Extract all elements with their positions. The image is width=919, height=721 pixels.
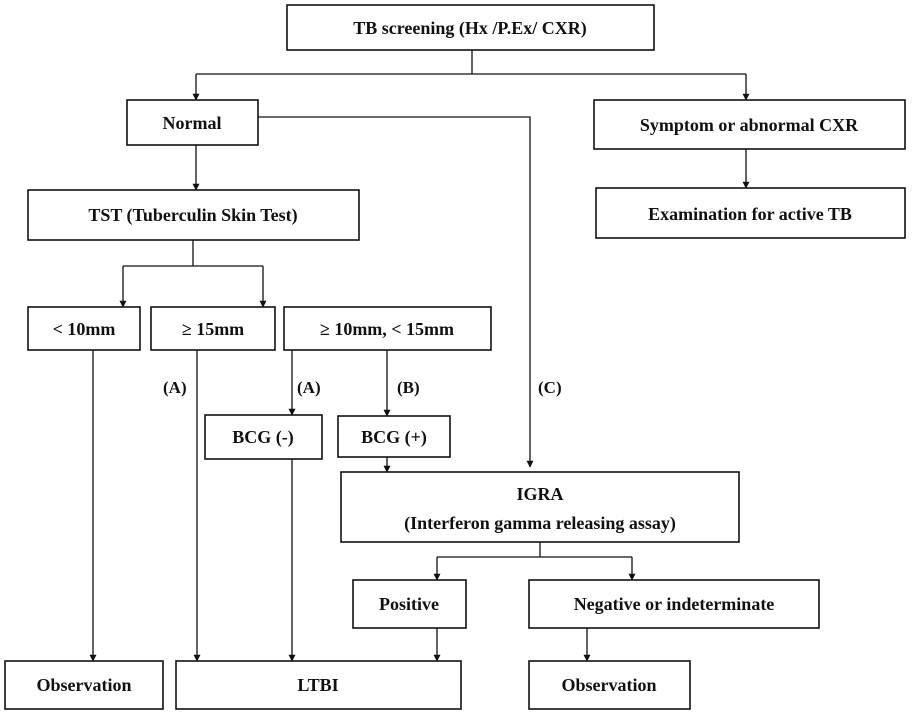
node-ge15: ≥ 15mm	[150, 306, 276, 351]
node-igra-subtitle: (Interferon gamma releasing assay)	[404, 513, 676, 534]
node-observation-left: Observation	[4, 660, 164, 710]
edge-labels: (A) (A) (B) (C)	[163, 378, 562, 397]
node-normal-text: Normal	[163, 113, 222, 133]
node-normal: Normal	[126, 99, 259, 146]
node-tst: TST (Tuberculin Skin Test)	[27, 189, 360, 241]
label-b: (B)	[397, 378, 420, 397]
edge-igra-split	[437, 542, 632, 558]
node-negative-text: Negative or indeterminate	[574, 594, 775, 614]
node-lt10-text: < 10mm	[53, 319, 116, 339]
node-tst-text: TST (Tuberculin Skin Test)	[88, 205, 297, 226]
node-screening: TB screening (Hx /P.Ex/ CXR)	[286, 4, 655, 51]
node-symptom: Symptom or abnormal CXR	[593, 99, 906, 150]
node-ltbi: LTBI	[175, 660, 462, 710]
node-mid: ≥ 10mm, < 15mm	[283, 306, 492, 351]
node-observation-right: Observation	[528, 660, 691, 710]
node-screening-text: TB screening (Hx /P.Ex/ CXR)	[353, 18, 587, 39]
label-c: (C)	[538, 378, 562, 397]
node-observation-right-text: Observation	[561, 675, 656, 695]
node-igra-title: IGRA	[516, 484, 563, 504]
label-a-mid: (A)	[297, 378, 321, 397]
edge-screening-split	[196, 50, 746, 75]
edge-tst-split	[123, 240, 263, 267]
node-bcg-pos-text: BCG (+)	[361, 427, 427, 448]
node-lt10: < 10mm	[27, 306, 141, 351]
node-bcg-neg: BCG (-)	[204, 414, 323, 460]
edges	[89, 50, 750, 662]
node-active-tb-text: Examination for active TB	[648, 204, 852, 224]
node-igra: IGRA (Interferon gamma releasing assay)	[340, 471, 740, 543]
node-mid-text: ≥ 10mm, < 15mm	[320, 319, 454, 339]
node-bcg-pos: BCG (+)	[337, 415, 451, 458]
node-ltbi-text: LTBI	[297, 675, 338, 695]
edge-normal-to-igra	[258, 116, 534, 468]
node-negative: Negative or indeterminate	[528, 579, 820, 629]
node-observation-left-text: Observation	[36, 675, 131, 695]
label-a-left: (A)	[163, 378, 187, 397]
node-positive-text: Positive	[379, 594, 439, 614]
node-active-tb: Examination for active TB	[595, 187, 906, 239]
node-positive: Positive	[352, 579, 467, 629]
node-ge15-text: ≥ 15mm	[182, 319, 244, 339]
node-symptom-text: Symptom or abnormal CXR	[640, 115, 859, 135]
node-bcg-neg-text: BCG (-)	[232, 427, 294, 448]
